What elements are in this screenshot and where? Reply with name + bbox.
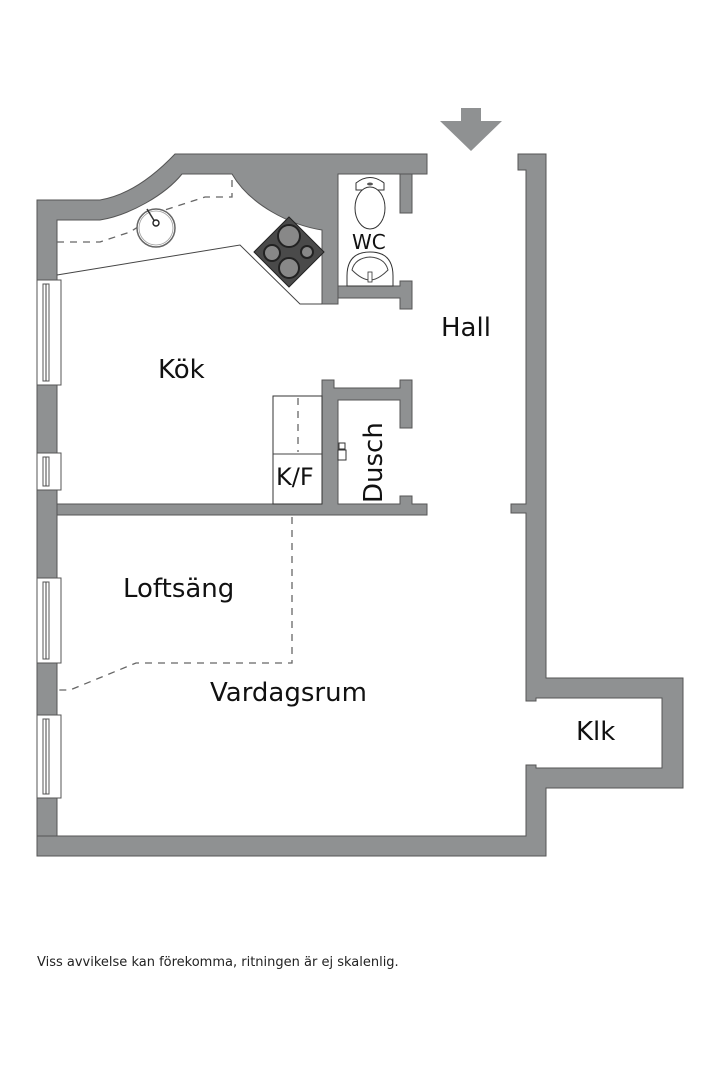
- sink-icon: [136, 208, 176, 248]
- window-icon: [36, 279, 62, 386]
- window-icon: [36, 452, 62, 491]
- window-icon: [36, 577, 62, 664]
- shower-tap-icon: [337, 442, 347, 461]
- room-label-kitchen: Kök: [158, 355, 205, 385]
- room-label-closet: Klk: [576, 717, 616, 747]
- entrance-arrow-icon: [440, 108, 502, 151]
- fridge-freezer: [272, 395, 323, 505]
- disclaimer-text: Viss avvikelse kan förekomma, ritningen …: [37, 955, 399, 970]
- room-label-living-room: Vardagsrum: [210, 678, 367, 708]
- room-label-loft-bed: Loftsäng: [123, 574, 235, 604]
- window-icon: [36, 714, 62, 799]
- washbasin-icon: [346, 251, 394, 287]
- exterior-walls: [36, 153, 684, 857]
- kitchen-counter: [56, 174, 322, 305]
- stove-icon: [253, 216, 325, 288]
- interior-walls: [56, 173, 428, 516]
- room-label-hall: Hall: [441, 313, 491, 343]
- toilet-icon: [354, 177, 386, 230]
- room-label-shower: Dusch: [359, 422, 389, 503]
- label-fridge-freezer: K/F: [276, 463, 314, 491]
- room-label-wc: WC: [352, 230, 386, 254]
- loft-bed-outline: [57, 517, 293, 691]
